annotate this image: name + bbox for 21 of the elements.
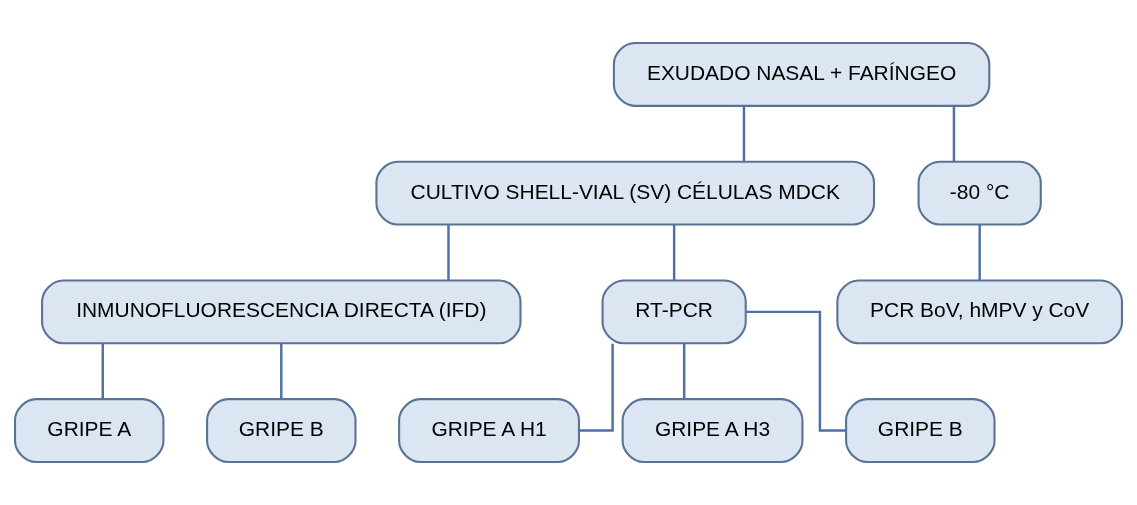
- connector: [280, 343, 283, 399]
- node-box: GRIPE B: [845, 398, 996, 464]
- connector: [952, 106, 956, 162]
- node-box: GRIPE A H3: [621, 398, 804, 464]
- node-box: GRIPE A: [13, 398, 165, 464]
- connector: [978, 224, 981, 280]
- node-box: PCR BoV, hMPV y CoV: [836, 279, 1123, 345]
- node-box: RT-PCR: [601, 279, 747, 345]
- node-box: EXUDADO NASAL + FARÍNGEO: [612, 41, 991, 107]
- node-box: GRIPE B: [206, 398, 357, 464]
- connector: [101, 343, 104, 399]
- connector: [682, 343, 686, 399]
- node-box: CULTIVO SHELL-VIAL (SV) CÉLULAS MDCK: [375, 160, 876, 226]
- node-box: INMUNOFLUORESCENCIA DIRECTA (IFD): [41, 279, 522, 345]
- node-box: GRIPE A H1: [398, 398, 581, 464]
- connector: [447, 224, 450, 280]
- connector: [742, 106, 746, 162]
- node-box: -80 °C: [917, 160, 1042, 226]
- connector: [746, 310, 846, 432]
- connector: [579, 343, 614, 432]
- connector: [672, 224, 676, 280]
